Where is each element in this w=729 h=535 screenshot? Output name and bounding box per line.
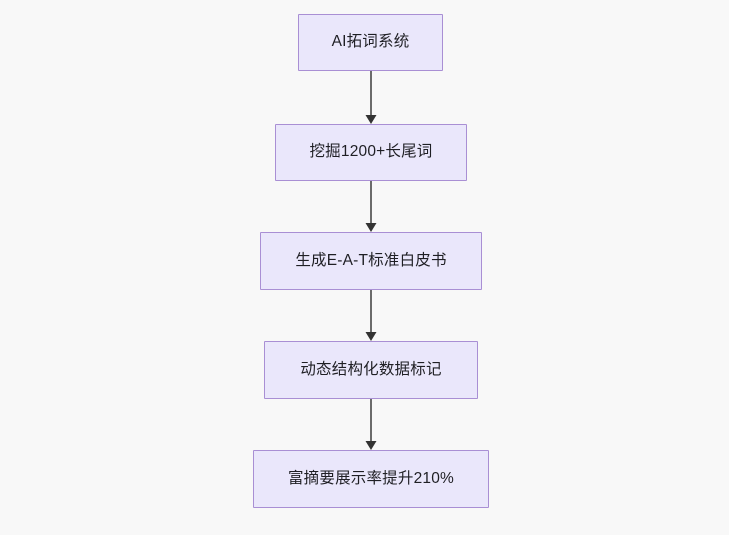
flow-node-label: AI拓词系统	[331, 33, 410, 51]
flow-node-rich-snippet-result[interactable]: 富摘要展示率提升210%	[253, 450, 489, 508]
flow-node-eat-whitepaper[interactable]: 生成E-A-T标准白皮书	[260, 232, 482, 290]
flow-node-label: 富摘要展示率提升210%	[287, 469, 455, 487]
flow-node-structured-data-markup[interactable]: 动态结构化数据标记	[264, 341, 478, 399]
flow-node-label: 挖掘1200+长尾词	[309, 143, 433, 161]
flow-edge-3	[365, 290, 377, 341]
flow-edge-2-arrowhead	[365, 223, 377, 232]
flow-edge-3-arrowhead	[365, 332, 377, 341]
flow-edge-1-arrowhead	[365, 115, 377, 124]
flow-node-label: 动态结构化数据标记	[300, 360, 442, 378]
flow-node-longtail-keyword-mining[interactable]: 挖掘1200+长尾词	[275, 124, 467, 181]
flow-edge-4-arrowhead	[365, 441, 377, 450]
flow-edge-2	[365, 181, 377, 232]
flow-edge-1	[365, 71, 377, 124]
flow-edge-4	[365, 399, 377, 450]
flow-node-label: 生成E-A-T标准白皮书	[295, 251, 447, 269]
flow-node-ai-keyword-system[interactable]: AI拓词系统	[298, 14, 443, 71]
